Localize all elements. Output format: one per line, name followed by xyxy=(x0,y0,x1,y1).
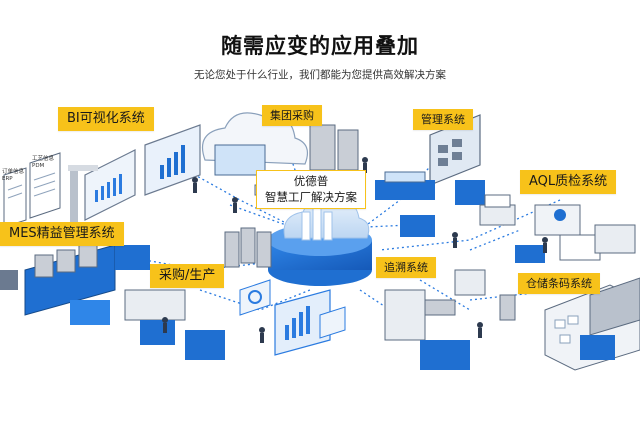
procurement-buildings xyxy=(201,112,359,196)
label-aql-system: AQL质检系统 xyxy=(520,170,617,194)
mes-production-line xyxy=(0,244,150,325)
document-sheets xyxy=(3,152,61,228)
doc2-sub: PDM xyxy=(32,163,45,169)
worker-figures xyxy=(162,157,548,343)
doc2-title: 工艺信息 xyxy=(32,154,55,162)
purchase-production-area xyxy=(124,227,346,360)
center-line-1: 优德普 xyxy=(293,174,329,188)
warehouse-area xyxy=(544,277,640,371)
doc1-title: 订单信息 xyxy=(2,167,25,175)
label-procurement-group: 集团采购 xyxy=(262,105,322,127)
label-traceability: 追溯系统 xyxy=(376,257,436,279)
label-mes-system: MES精益管理系统 xyxy=(0,222,124,246)
label-management-system: 管理系统 xyxy=(413,109,473,131)
label-center-solution: 优德普 智慧工厂解决方案 xyxy=(256,170,366,210)
traceability-area xyxy=(384,269,516,370)
central-cloud-server xyxy=(268,199,372,286)
label-bi-system: BI可视化系统 xyxy=(58,107,154,131)
center-line-2: 智慧工厂解决方案 xyxy=(265,189,357,204)
bi-dashboard-screens xyxy=(68,124,201,230)
label-purchase-production: 采购/生产 xyxy=(150,264,225,288)
page-subtitle: 无论您处于什么行业，我们都能为您提供高效解决方案 xyxy=(194,69,446,81)
label-warehouse-barcode: 仓储条码系统 xyxy=(518,273,600,295)
management-workstations xyxy=(375,114,485,237)
doc1-sub: ERP xyxy=(2,176,13,182)
aql-inspection-area xyxy=(479,194,636,263)
page-title: 随需应变的应用叠加 xyxy=(221,34,419,58)
